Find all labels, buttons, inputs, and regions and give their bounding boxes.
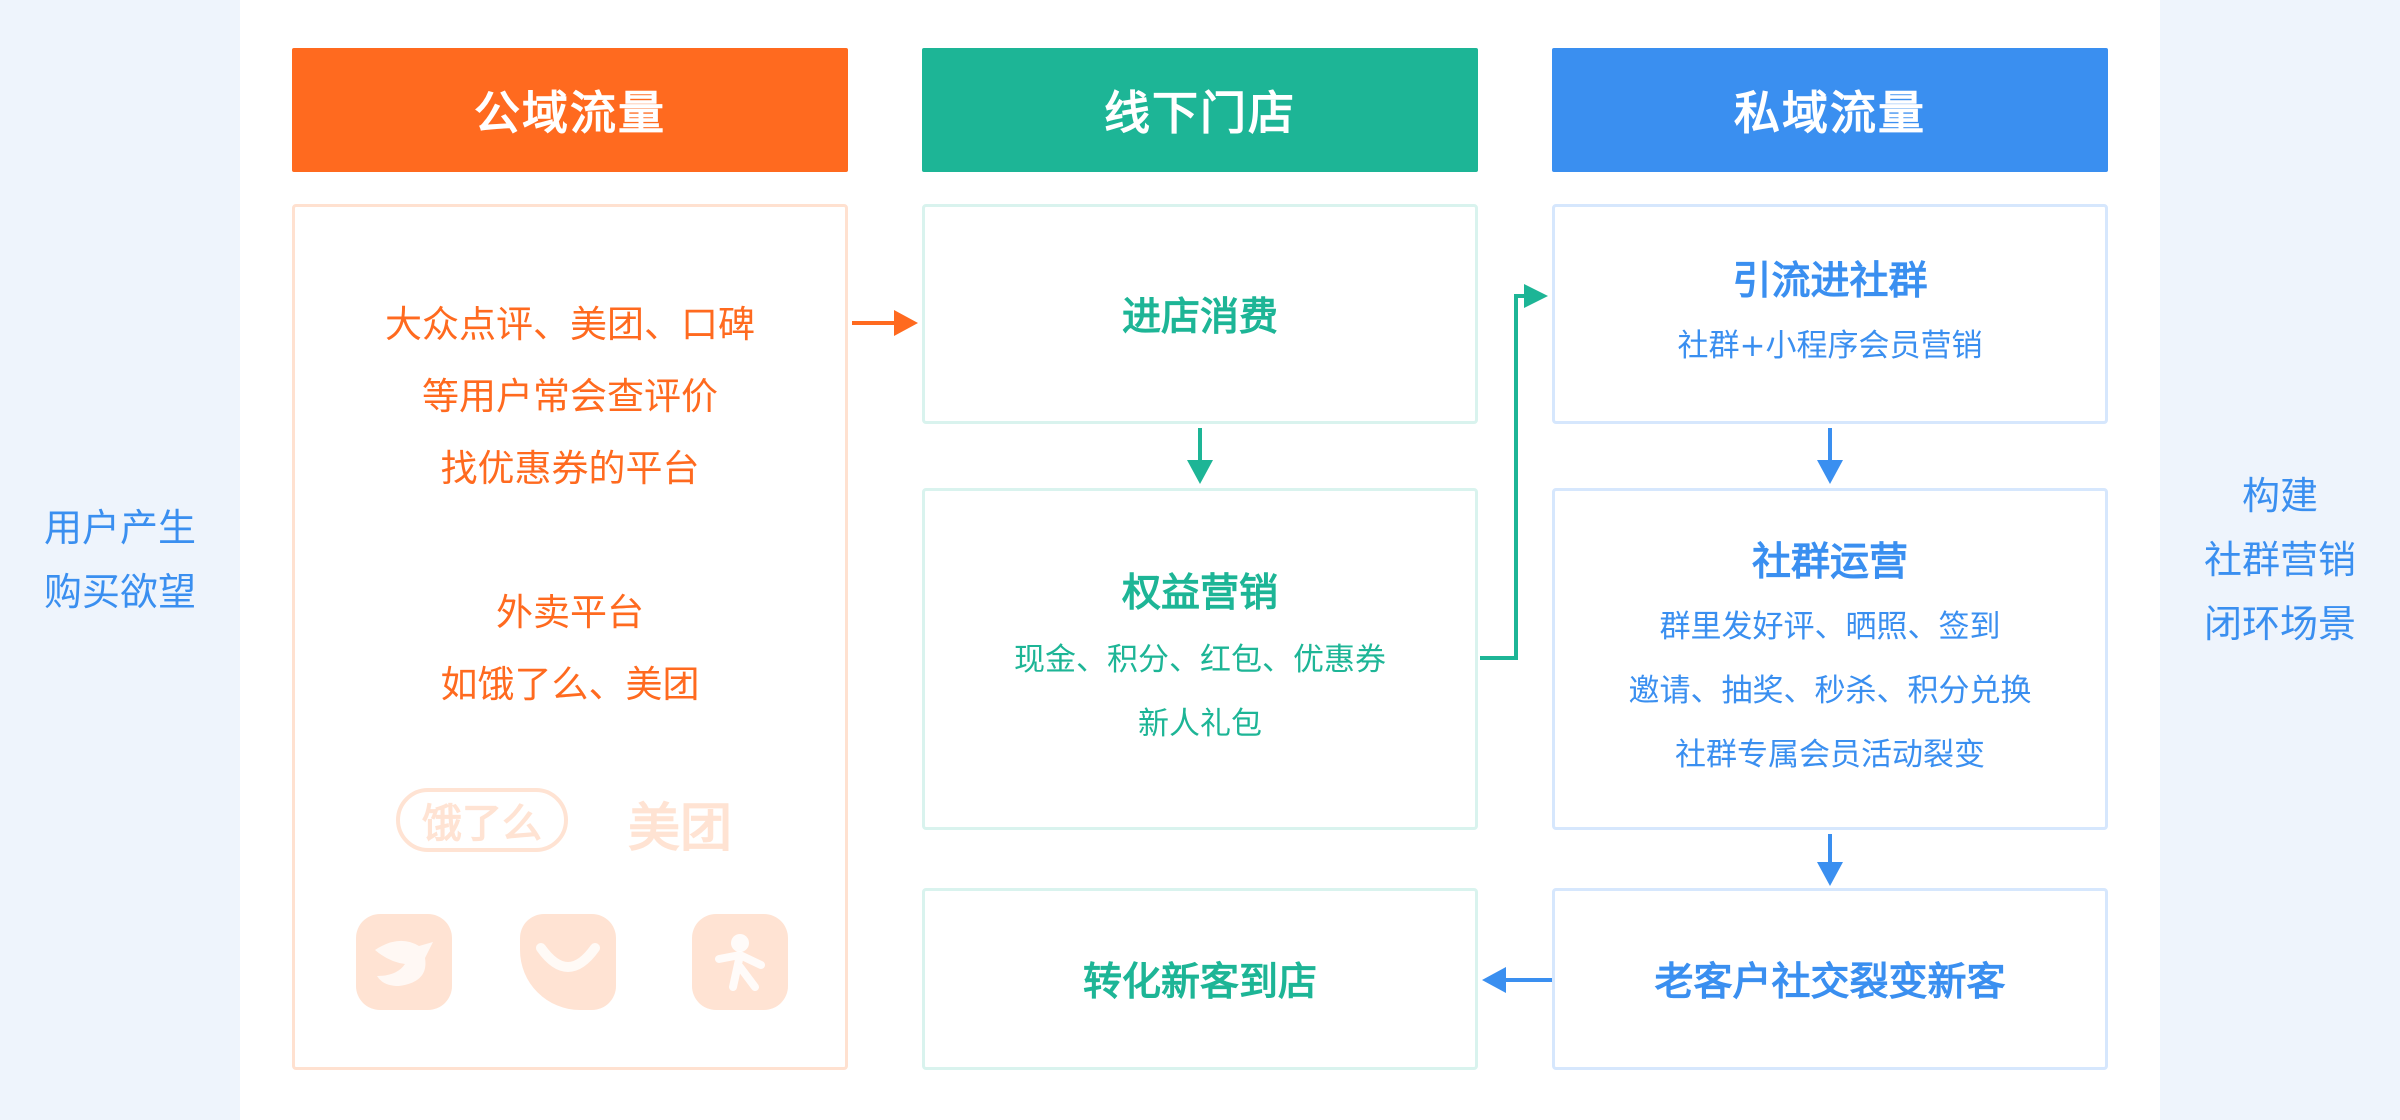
text-line: 社群专属会员活动裂变 — [1675, 737, 1985, 773]
right-panel-line: 构建 — [2241, 474, 2318, 518]
benefit-marketing-title: 权益营销 — [1121, 571, 1278, 616]
store-visit-title: 进店消费 — [1121, 295, 1278, 340]
text-line: 邀请、抽奖、秒杀、积分兑换 — [1628, 673, 2032, 709]
eleme-logo: 饿了么 — [396, 788, 568, 852]
arrow-referral-to-convert — [1482, 967, 1552, 993]
community-operation-title: 社群运营 — [1751, 540, 1908, 585]
offline-store-header: 线下门店 — [922, 48, 1478, 172]
store-visit-box: 进店消费 — [922, 204, 1478, 424]
arrow-drain-to-operation — [1817, 428, 1843, 484]
left-panel: 用户产生 购买欲望 — [0, 0, 240, 1120]
left-panel-text: 用户产生 购买欲望 — [44, 496, 196, 624]
public-platforms-text: 大众点评、美团、口碑 等用户常会查评价 找优惠券的平台 — [385, 289, 755, 505]
text-line: 如饿了么、美团 — [440, 663, 700, 706]
arrow-operation-to-referral — [1817, 834, 1843, 886]
benefit-marketing-sub: 现金、积分、红包、优惠券 新人礼包 — [1014, 628, 1386, 756]
convert-new-customer-title: 转化新客到店 — [1082, 960, 1317, 1005]
text-line: 等用户常会查评价 — [422, 375, 718, 418]
community-drain-box: 引流进社群 社群+小程序会员营销 — [1552, 204, 2108, 424]
delivery-platforms-text: 外卖平台 如饿了么、美团 — [441, 577, 700, 721]
runner-app-icon — [692, 914, 788, 1010]
rabbit-app-icon — [356, 914, 452, 1010]
right-panel-line: 社群营销 — [2203, 538, 2356, 582]
referral-fission-title: 老客户社交裂变新客 — [1654, 960, 2006, 1005]
referral-fission-box: 老客户社交裂变新客 — [1552, 888, 2108, 1070]
community-drain-title: 引流进社群 — [1732, 259, 1928, 304]
text-line: 新人礼包 — [1138, 706, 1262, 742]
arrow-public-to-store — [852, 310, 918, 336]
text-line: 群里发好评、晒照、签到 — [1659, 609, 2001, 645]
convert-new-customer-box: 转化新客到店 — [922, 888, 1478, 1070]
right-panel-line: 闭环场景 — [2203, 602, 2356, 646]
left-panel-line: 购买欲望 — [43, 570, 196, 614]
text-line: 大众点评、美团、口碑 — [385, 303, 755, 346]
meituan-logo: 美团 — [628, 799, 733, 859]
community-drain-sub: 社群+小程序会员营销 — [1678, 314, 1983, 378]
right-panel: 构建 社群营销 闭环场景 — [2160, 0, 2400, 1120]
eleme-logo-text: 饿了么 — [422, 801, 542, 847]
arrow-store-to-benefit — [1187, 428, 1213, 484]
text-line: 现金、积分、红包、优惠券 — [1014, 642, 1386, 678]
private-traffic-header: 私域流量 — [1552, 48, 2108, 172]
text-line: 社群+小程序会员营销 — [1677, 328, 1983, 364]
community-operation-sub: 群里发好评、晒照、签到 邀请、抽奖、秒杀、积分兑换 社群专属会员活动裂变 — [1629, 595, 2032, 787]
community-operation-box: 社群运营 群里发好评、晒照、签到 邀请、抽奖、秒杀、积分兑换 社群专属会员活动裂… — [1552, 488, 2108, 830]
benefit-marketing-box: 权益营销 现金、积分、红包、优惠券 新人礼包 — [922, 488, 1478, 830]
text-line: 找优惠券的平台 — [440, 447, 700, 490]
arrow-benefit-to-community — [1480, 284, 1548, 660]
public-traffic-header: 公域流量 — [292, 48, 848, 172]
right-panel-text: 构建 社群营销 闭环场景 — [2204, 464, 2356, 656]
left-panel-line: 用户产生 — [43, 506, 196, 550]
text-line: 外卖平台 — [496, 591, 644, 634]
